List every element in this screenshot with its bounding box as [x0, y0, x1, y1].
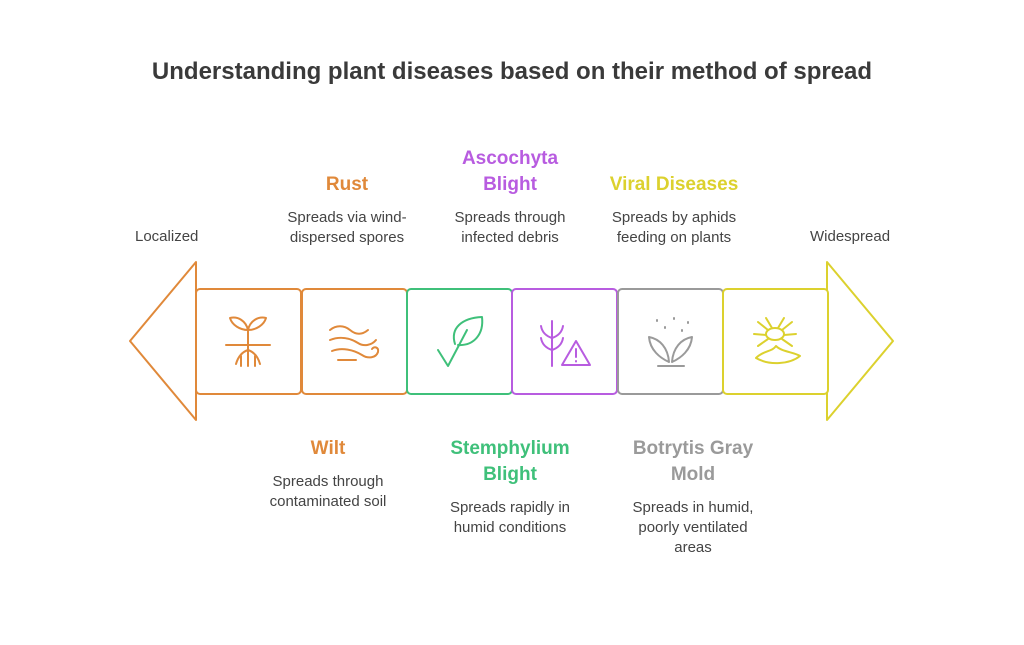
segment-box-botrytis: [617, 288, 724, 395]
segment-box-stemphylium: [406, 288, 513, 395]
disease-heading: Stemphylium Blight: [420, 436, 600, 488]
disease-label-stemphylium: Stemphylium Blight Spreads rapidly in hu…: [420, 436, 600, 538]
heading-line: Viral Diseases: [609, 174, 739, 195]
desc-line: humid conditions: [453, 519, 567, 536]
disease-heading: Rust: [257, 172, 437, 198]
segment-box-viral: [722, 288, 829, 395]
disease-label-viral: Viral Diseases Spreads by aphids feeding…: [584, 172, 764, 248]
page-title: Understanding plant diseases based on th…: [151, 58, 873, 85]
leaf-icon: [437, 316, 484, 367]
desc-line: Spreads by aphids: [611, 209, 737, 226]
disease-description: Spreads by aphids feeding on plants: [584, 208, 764, 248]
wind-icon: [329, 325, 380, 361]
heading-line: Stemphylium: [450, 438, 570, 459]
disease-description: Spreads in humid, poorly ventilated area…: [603, 498, 783, 558]
desc-line: poorly ventilated: [638, 519, 748, 536]
segment-box-ascochyta: [511, 288, 618, 395]
heading-line: Botrytis Gray: [632, 438, 754, 459]
disease-description: Spreads through infected debris: [420, 208, 600, 248]
disease-label-wilt: Wilt Spreads through contaminated soil: [238, 436, 418, 512]
leaves-spores-icon: [648, 317, 693, 367]
sprout-roots-icon: [225, 316, 271, 367]
disease-description: Spreads through contaminated soil: [238, 472, 418, 512]
desc-line: Spreads through: [272, 473, 384, 490]
left-end-label: Localized: [135, 228, 199, 245]
heading-line: Ascochyta: [461, 148, 559, 169]
disease-description: Spreads rapidly in humid conditions: [420, 498, 600, 538]
desc-line: areas: [674, 539, 712, 556]
disease-heading: Viral Diseases: [584, 172, 764, 198]
desc-line: Spreads via wind-: [287, 209, 407, 226]
heading-line: Blight: [483, 464, 537, 485]
disease-heading: Ascochyta Blight: [420, 146, 600, 198]
desc-line: infected debris: [461, 229, 559, 246]
right-arrow-head: [826, 261, 894, 421]
heading-line: Blight: [483, 174, 537, 195]
disease-description: Spreads via wind- dispersed spores: [257, 208, 437, 248]
heading-line: Rust: [325, 174, 369, 195]
left-arrow-head: [129, 261, 197, 421]
disease-heading: Botrytis Gray Mold: [603, 436, 783, 488]
desc-line: feeding on plants: [616, 229, 732, 246]
disease-label-ascochyta: Ascochyta Blight Spreads through infecte…: [420, 146, 600, 248]
heading-line: Wilt: [310, 438, 346, 459]
aphid-on-leaf-icon: [753, 317, 801, 364]
desc-line: contaminated soil: [269, 493, 387, 510]
disease-label-rust: Rust Spreads via wind- dispersed spores: [257, 172, 437, 248]
disease-heading: Wilt: [238, 436, 418, 462]
desc-line: Spreads in humid,: [632, 499, 754, 516]
heading-line: Mold: [670, 464, 716, 485]
desc-line: dispersed spores: [289, 229, 405, 246]
wheat-warning-icon: [540, 320, 591, 367]
right-end-label: Widespread: [810, 228, 891, 245]
disease-label-botrytis: Botrytis Gray Mold Spreads in humid, poo…: [603, 436, 783, 558]
desc-line: Spreads rapidly in: [449, 499, 571, 516]
desc-line: Spreads through: [454, 209, 566, 226]
